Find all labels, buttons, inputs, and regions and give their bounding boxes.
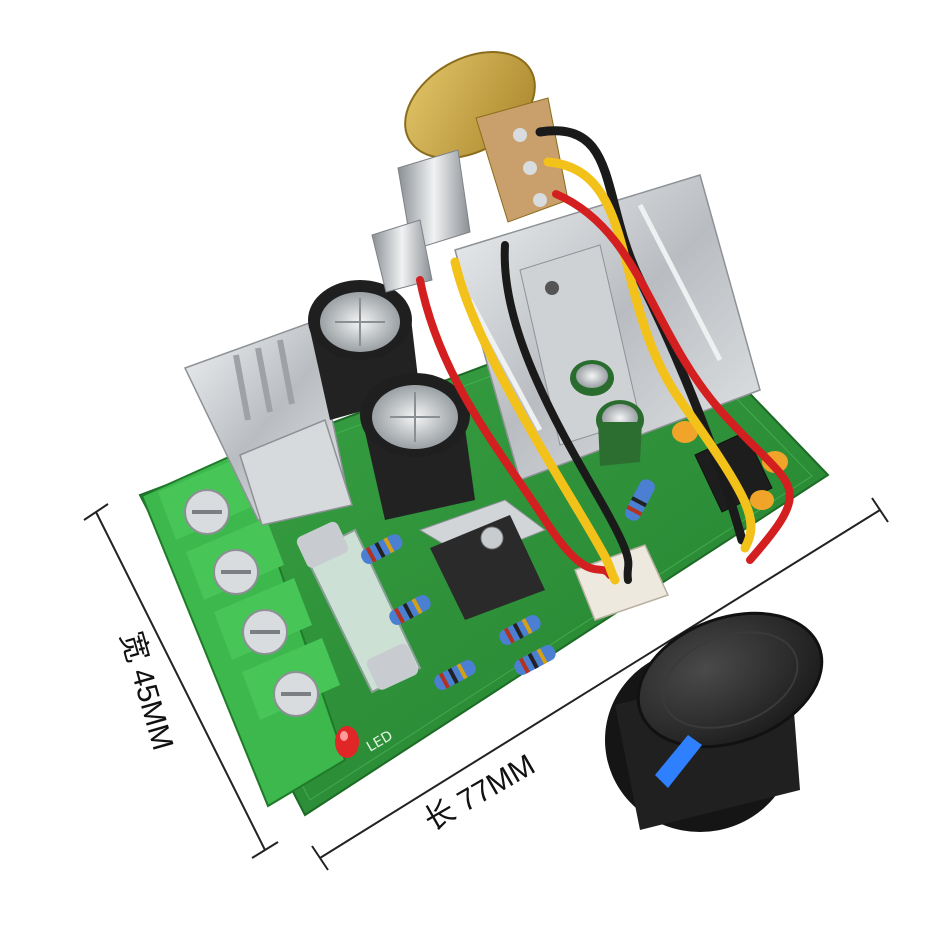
terminal-screw (242, 609, 288, 655)
black-control-knob (605, 611, 824, 832)
width-dimension-line (83, 503, 279, 859)
resistor (361, 534, 403, 564)
resistor (499, 615, 541, 645)
resistor (434, 660, 476, 690)
wire-harness (416, 126, 794, 585)
ceramic-capacitor (750, 490, 774, 510)
resistor (625, 479, 655, 521)
ceramic-capacitor (672, 421, 698, 443)
small-capacitor (570, 360, 614, 396)
resistor (514, 645, 556, 675)
wire-connector (574, 544, 670, 621)
left-heatsink (183, 321, 353, 526)
terminal-screw (273, 671, 319, 717)
terminal-screw (184, 489, 230, 535)
screw-terminal-block (140, 450, 347, 808)
electrolytic-capacitor (360, 373, 475, 520)
terminal-screw (213, 549, 259, 595)
length-dimension-line (311, 497, 889, 871)
red-led (335, 726, 359, 758)
knob-indicator-line (655, 735, 702, 788)
glass-fuse (296, 521, 422, 694)
resistor (389, 595, 431, 625)
mosfet-transistor (418, 499, 547, 620)
small-capacitor (596, 400, 644, 466)
